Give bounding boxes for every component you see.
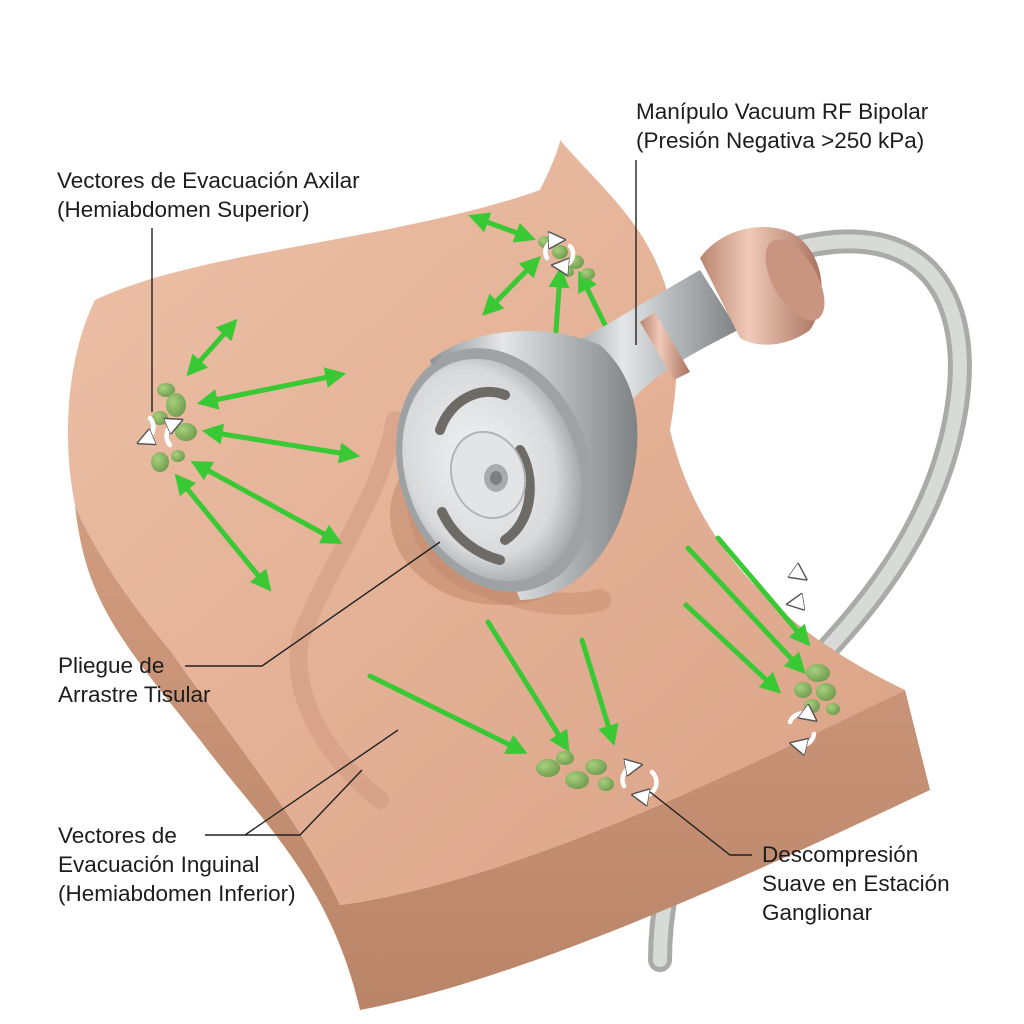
label-inguinal-line3: (Hemiabdomen Inferior)	[58, 881, 296, 906]
leader-decompression	[649, 791, 752, 856]
label-inguinal: Vectores de Evacuación Inguinal (Hemiabd…	[58, 821, 296, 908]
rotation-arrows-icon	[543, 240, 576, 266]
label-inguinal-line2: Evacuación Inguinal	[58, 852, 260, 877]
label-decompression: Descompresión Suave en Estación Ganglion…	[762, 840, 950, 927]
axillary-vectors	[174, 318, 361, 592]
label-handpiece: Manípulo Vacuum RF Bipolar (Presión Nega…	[636, 97, 928, 155]
label-axillary-line2: (Hemiabdomen Superior)	[57, 197, 310, 222]
label-decompression-line3: Ganglionar	[762, 900, 873, 925]
leader-fold	[185, 541, 441, 667]
label-handpiece-line1: Manípulo Vacuum RF Bipolar	[636, 99, 929, 124]
label-decompression-line2: Suave en Estación	[762, 871, 950, 896]
leader-lines	[151, 160, 752, 856]
label-fold-line2: Arrastre Tisular	[58, 682, 211, 707]
rotation-arrows-icon	[620, 766, 659, 796]
inguinal-vectors	[367, 619, 619, 754]
label-fold: Pliegue de Arrastre Tisular	[58, 651, 211, 709]
label-axillary: Vectores de Evacuación Axilar (Hemiabdom…	[57, 166, 360, 224]
vacuum-handpiece-icon	[390, 227, 825, 605]
label-decompression-line1: Descompresión	[762, 842, 919, 867]
label-inguinal-line1: Vectores de	[58, 823, 177, 848]
right-vectors	[683, 535, 811, 694]
tissue-block-side	[75, 505, 930, 1010]
label-axillary-line1: Vectores de Evacuación Axilar	[57, 168, 360, 193]
rotation-arrows-icon	[790, 713, 814, 745]
leader-inguinal-2	[245, 769, 363, 836]
lymph-node-cluster-icon	[536, 751, 614, 791]
rotation-arrows-icon	[777, 573, 806, 603]
rotation-arrows-icon	[145, 415, 175, 448]
label-fold-line1: Pliegue de	[58, 653, 165, 678]
label-handpiece-line2: (Presión Negativa >250 kPa)	[636, 128, 925, 153]
